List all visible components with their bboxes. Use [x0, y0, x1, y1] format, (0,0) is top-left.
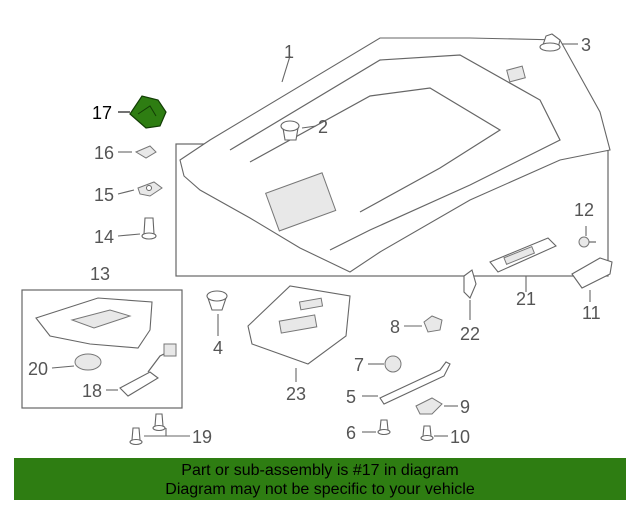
part-17-highlighted: [129, 95, 167, 129]
callout-1: 1: [284, 42, 294, 62]
callout-17: 17: [92, 103, 112, 123]
clip-3: [539, 33, 561, 52]
callout-2: 2: [318, 117, 328, 137]
headliner-panel: [179, 37, 611, 273]
clip-2: [280, 120, 300, 141]
callout-7: 7: [354, 355, 364, 375]
part-20: [74, 353, 102, 371]
callout-16: 16: [94, 143, 114, 163]
leader-lines: [51, 43, 591, 437]
callout-22: 22: [460, 324, 480, 344]
banner-line-2: Diagram may not be specific to your vehi…: [165, 481, 475, 498]
callout-21: 21: [516, 289, 536, 309]
callout-10: 10: [450, 427, 470, 447]
part-16: [134, 145, 157, 159]
part-4: [206, 290, 228, 311]
part-14: [141, 217, 157, 240]
callout-9: 9: [460, 397, 470, 417]
callout-20: 20: [28, 359, 48, 379]
part-6: [377, 419, 391, 436]
callout-3: 3: [581, 35, 591, 55]
part-9: [415, 397, 443, 415]
callout-23: 23: [286, 384, 306, 404]
part-7: [384, 355, 402, 373]
part-11: [571, 257, 613, 289]
part-18: [119, 343, 177, 397]
part-23-dome-light: [247, 285, 351, 365]
sun-visor: [35, 297, 153, 349]
part-19: [129, 413, 166, 446]
sunvisor-box: [21, 289, 183, 409]
banner-line-1: Part or sub-assembly is #17 in diagram: [181, 462, 459, 479]
part-21-grab-handle: [489, 237, 557, 273]
part-22: [463, 269, 477, 299]
callout-13: 13: [90, 264, 110, 284]
callout-8: 8: [390, 317, 400, 337]
part-12: [578, 236, 596, 248]
callout-5: 5: [346, 387, 356, 407]
part-15: [137, 181, 163, 197]
callout-6: 6: [346, 423, 356, 443]
disclaimer-banner: Part or sub-assembly is #17 in diagram D…: [14, 458, 626, 500]
callout-14: 14: [94, 227, 114, 247]
callout-19: 19: [192, 427, 212, 447]
callout-18: 18: [82, 381, 102, 401]
callout-15: 15: [94, 185, 114, 205]
part-8: [423, 315, 443, 333]
callout-12: 12: [574, 200, 594, 220]
callout-4: 4: [213, 338, 223, 358]
part-10: [420, 425, 434, 442]
part-5: [379, 361, 451, 405]
callout-11: 11: [582, 303, 601, 323]
